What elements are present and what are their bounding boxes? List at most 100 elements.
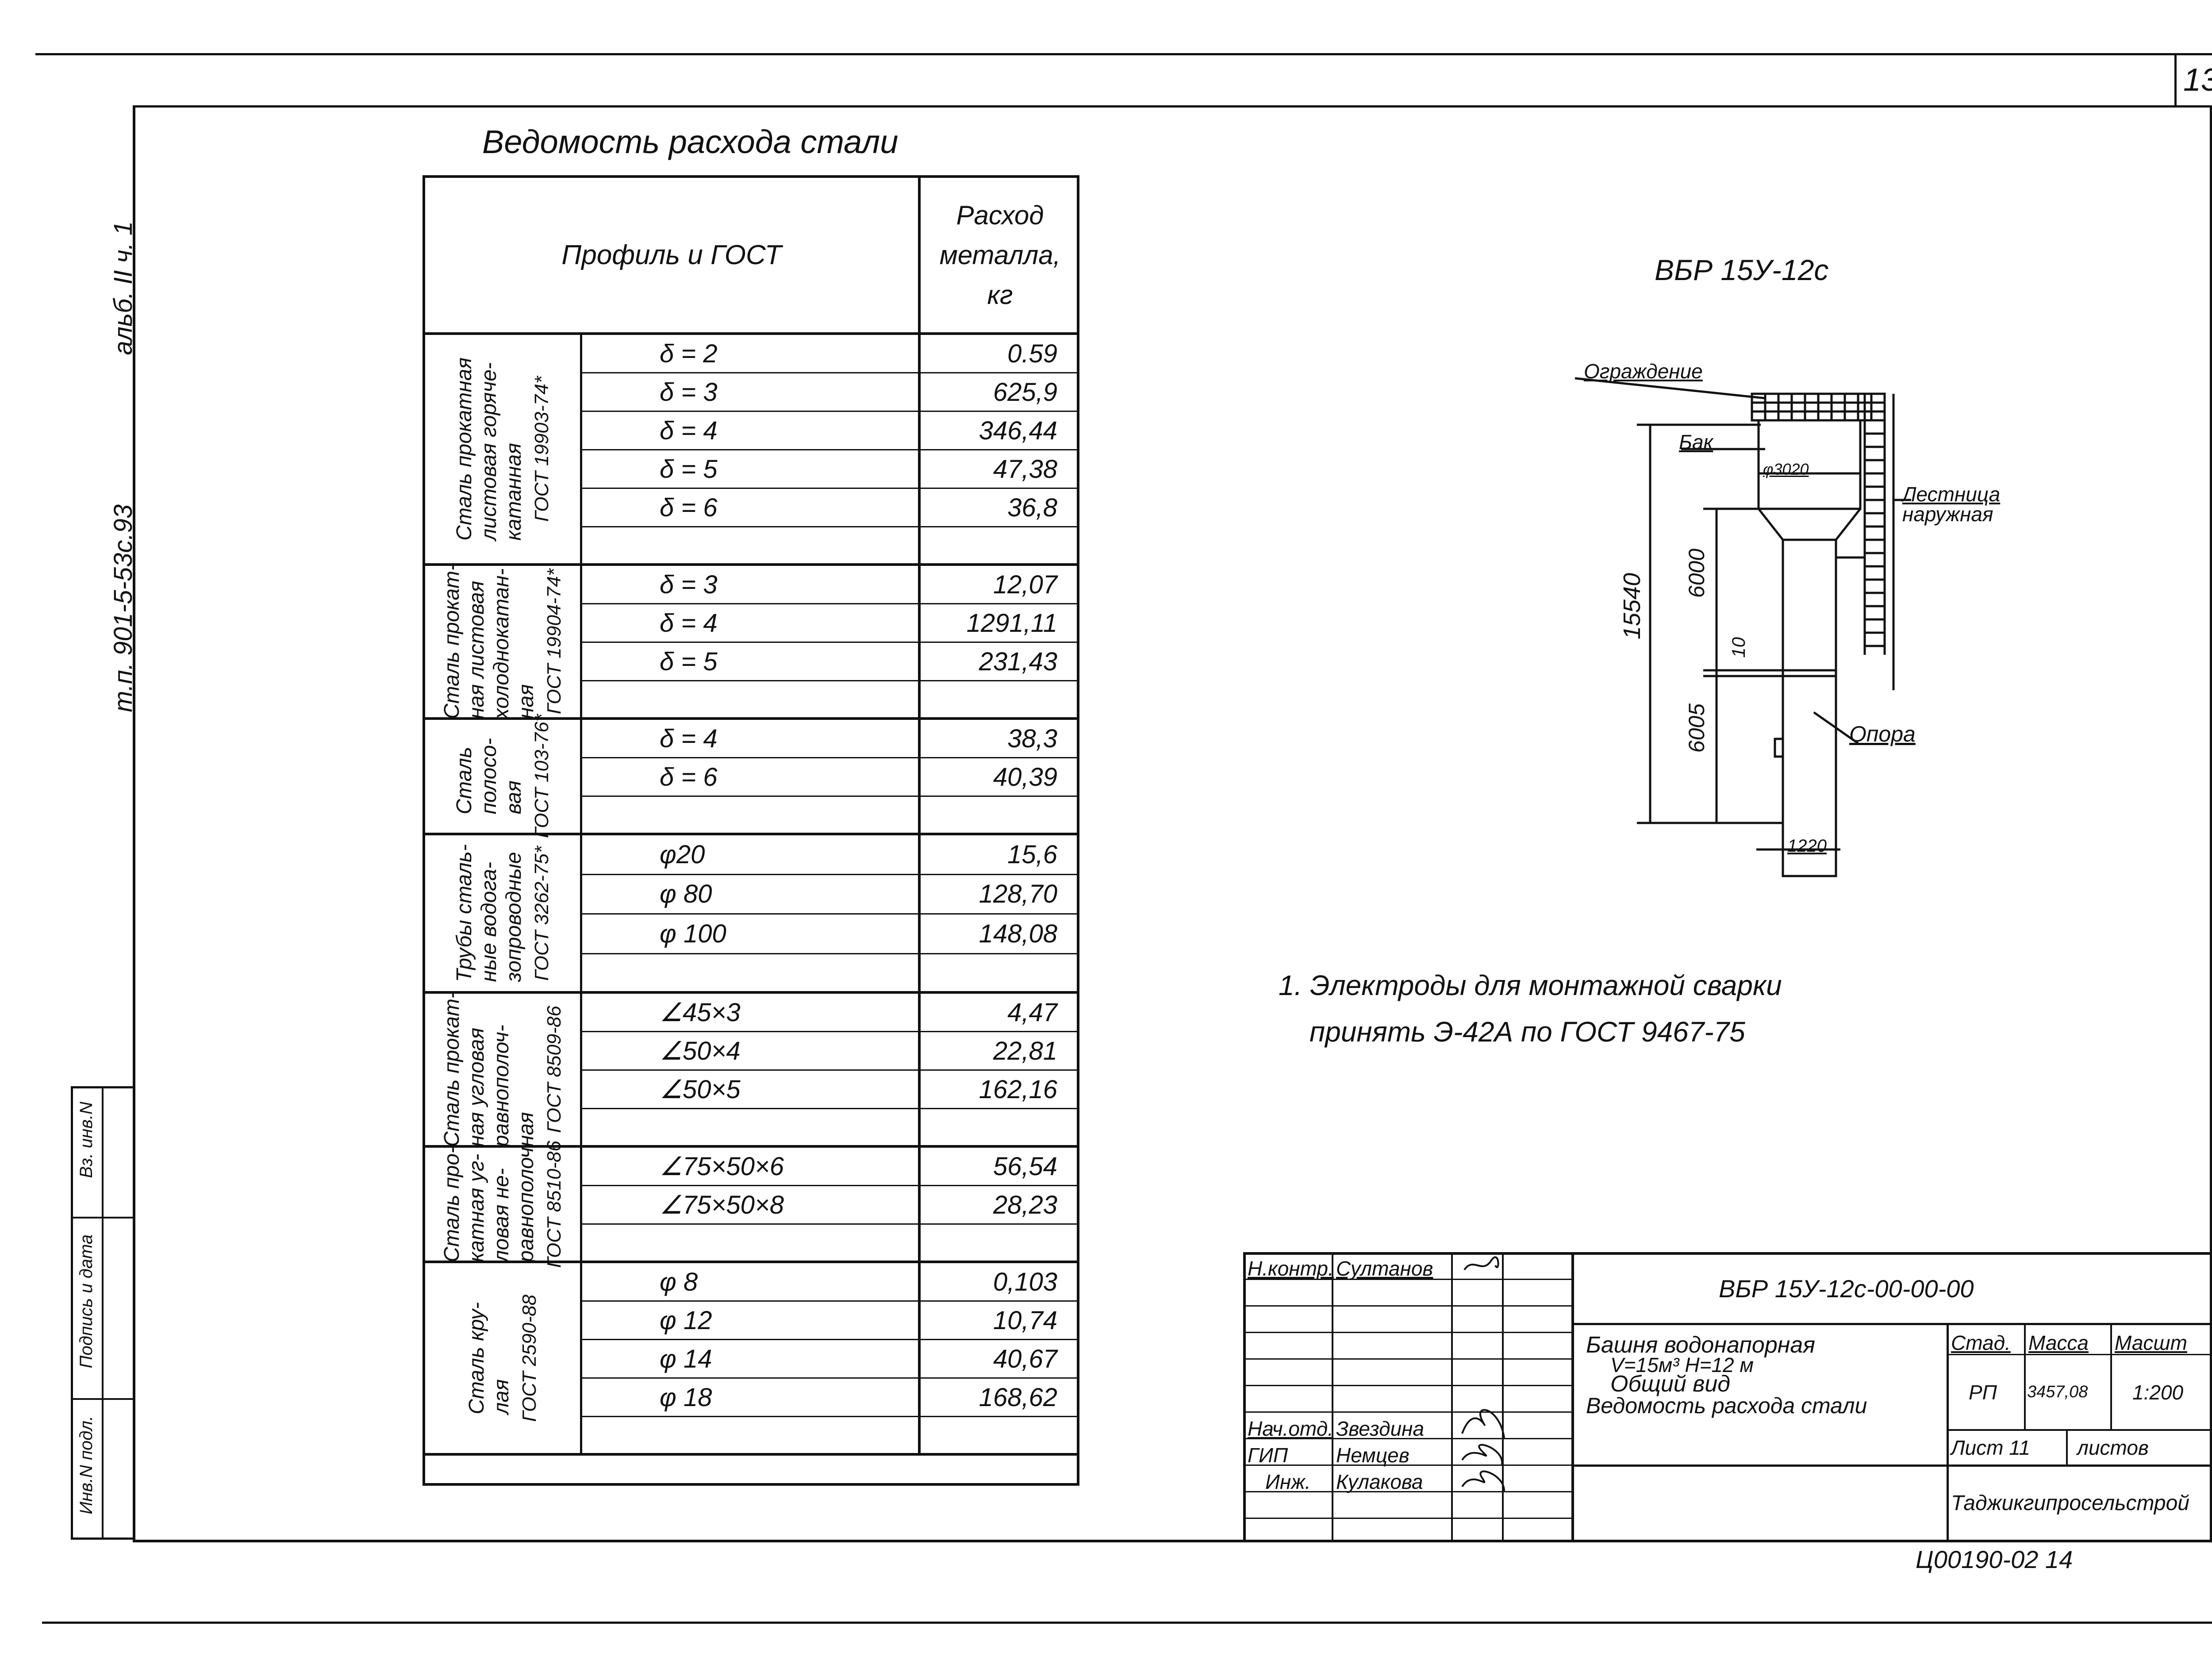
- stamp-sheet-divider: [2066, 1429, 2068, 1464]
- mass-cell: 10,74: [993, 1306, 1057, 1335]
- drawing-code: ВБР 15У-12с-00-00-00: [1719, 1275, 1974, 1303]
- stamp-row-10: [1243, 1518, 1573, 1519]
- mass-cell: 0,103: [993, 1267, 1057, 1296]
- side-box-row-1: [73, 1217, 133, 1218]
- mass-cell: 15,6: [1007, 840, 1057, 869]
- table-row: [582, 1109, 1079, 1148]
- side-inventory-box: Вз. инв.N Подпись и дата Инв.N подл.: [71, 1086, 133, 1540]
- mass-cell: 47,38: [993, 454, 1057, 484]
- scale-value: 1:200: [2132, 1381, 2184, 1404]
- group-label-text: Сталь про- катная уг- ловая не- равнопол…: [440, 1146, 538, 1262]
- profile-cell: ∠50×4: [582, 1032, 921, 1069]
- dim-total-height: 15540: [1619, 573, 1645, 640]
- side-inv-no: Инв.N подл.: [77, 1416, 96, 1514]
- group-label-text: Трубы сталь- ные водога- зопроводные: [453, 844, 526, 982]
- ladder: [1836, 394, 1895, 690]
- table-row: δ = 6 36,8: [582, 489, 1079, 527]
- dim-bottom-height: 6005: [1684, 703, 1709, 753]
- frame-bottom: [133, 1540, 2212, 1542]
- profile-cell: [582, 797, 921, 835]
- mass-cell: [921, 527, 1079, 566]
- header-profile-gost: Профиль и ГОСТ: [425, 178, 921, 335]
- page-box-left: [2174, 53, 2177, 105]
- group-label-text: Сталь прокат- ная угловая равнополоч- на…: [440, 992, 538, 1147]
- group-label-text: Сталь полосо- вая: [453, 738, 526, 815]
- frame-top: [133, 105, 2212, 108]
- profile-cell: φ 8: [582, 1263, 921, 1300]
- stamp-row-2: [1243, 1305, 1573, 1307]
- group-label: Сталь про- катная уг- ловая не- равнопол…: [425, 1141, 582, 1268]
- table-row: [582, 681, 1079, 720]
- sheet-number: Лист 11: [1951, 1436, 2030, 1459]
- stamp-code-bottom: [1573, 1323, 2212, 1325]
- side-album: альб. II ч. 1: [109, 221, 138, 355]
- mass-cell: 36,8: [1007, 493, 1057, 522]
- stamp-info-row-1: [1947, 1354, 2212, 1355]
- stamp-left: [1243, 1252, 1246, 1540]
- profile-cell: δ = 6: [582, 489, 921, 526]
- profile-cell: ∠45×3: [582, 994, 921, 1031]
- stamp-row-7: [1243, 1438, 1573, 1439]
- header-mass-line-2: металла,: [939, 240, 1061, 270]
- profile-cell: φ 12: [582, 1302, 921, 1339]
- steel-group: Сталь прокат- ная листовая холоднокатан-…: [425, 564, 1079, 720]
- table-row: [582, 797, 1079, 835]
- profile-cell: [582, 954, 921, 994]
- mass-cell: 56,54: [993, 1152, 1057, 1181]
- mass-cell: 0.59: [1007, 339, 1057, 368]
- stamp-row-9: [1243, 1491, 1573, 1492]
- dim-top-height: 6000: [1684, 549, 1709, 598]
- stamp-top: [1243, 1252, 2212, 1255]
- side-project-code: т.п. 901-5-53с.93: [109, 504, 138, 712]
- table-row: [582, 1417, 1079, 1456]
- side-box-row-2: [73, 1398, 133, 1400]
- stamp-col-3: [1502, 1252, 1504, 1540]
- mass-cell: 40,67: [993, 1344, 1057, 1373]
- profile-cell: δ = 5: [582, 450, 921, 488]
- mass-cell: [921, 1417, 1079, 1456]
- mass-cell: [921, 681, 1079, 720]
- header-metal-mass: Расход металла, кг: [921, 178, 1079, 335]
- role-norm-control: Н.контр.: [1248, 1257, 1334, 1280]
- stamp-row-8: [1243, 1464, 1573, 1466]
- profile-cell: φ 100: [582, 915, 921, 953]
- top-trim-line: [35, 53, 2212, 55]
- mass-value: 3457,08: [2027, 1383, 2088, 1401]
- mass-cell: 128,70: [979, 880, 1057, 909]
- table-row: φ 8 0,103: [582, 1263, 1079, 1302]
- desc-line-4: Ведомость расхода стали: [1586, 1393, 1867, 1418]
- stage-header: Стад.: [1951, 1331, 2011, 1354]
- name-dept-head: Звездина: [1336, 1417, 1425, 1440]
- mass-cell: [921, 1225, 1079, 1263]
- profile-cell: φ 18: [582, 1379, 921, 1416]
- note-line-2: принять Э-42А по ГОСТ 9467-75: [1310, 1016, 1745, 1048]
- dim-gap: 10: [1728, 637, 1749, 658]
- group-gost: ГОСТ 3262-75*: [531, 846, 553, 981]
- stamp-desc-bottom: [1573, 1464, 2212, 1467]
- support-column: [1782, 538, 1837, 877]
- drawing-title: ВБР 15У-12с: [1655, 254, 1829, 286]
- frame-left: [133, 105, 135, 1542]
- stamp-row-1: [1243, 1279, 1573, 1280]
- fence-grid: [1751, 392, 1886, 422]
- mass-cell: 625,9: [993, 377, 1057, 407]
- page-number: 13: [2183, 62, 2212, 98]
- profile-cell: φ 14: [582, 1340, 921, 1377]
- signature-marks: [1461, 1256, 1505, 1491]
- side-box-divider: [102, 1088, 104, 1540]
- profile-cell: [582, 1417, 921, 1456]
- profile-cell: δ = 5: [582, 643, 921, 680]
- stamp-info-col-2: [2110, 1323, 2112, 1429]
- label-fence: Ограждение: [1584, 360, 1703, 383]
- sheets-label: листов: [2077, 1436, 2149, 1459]
